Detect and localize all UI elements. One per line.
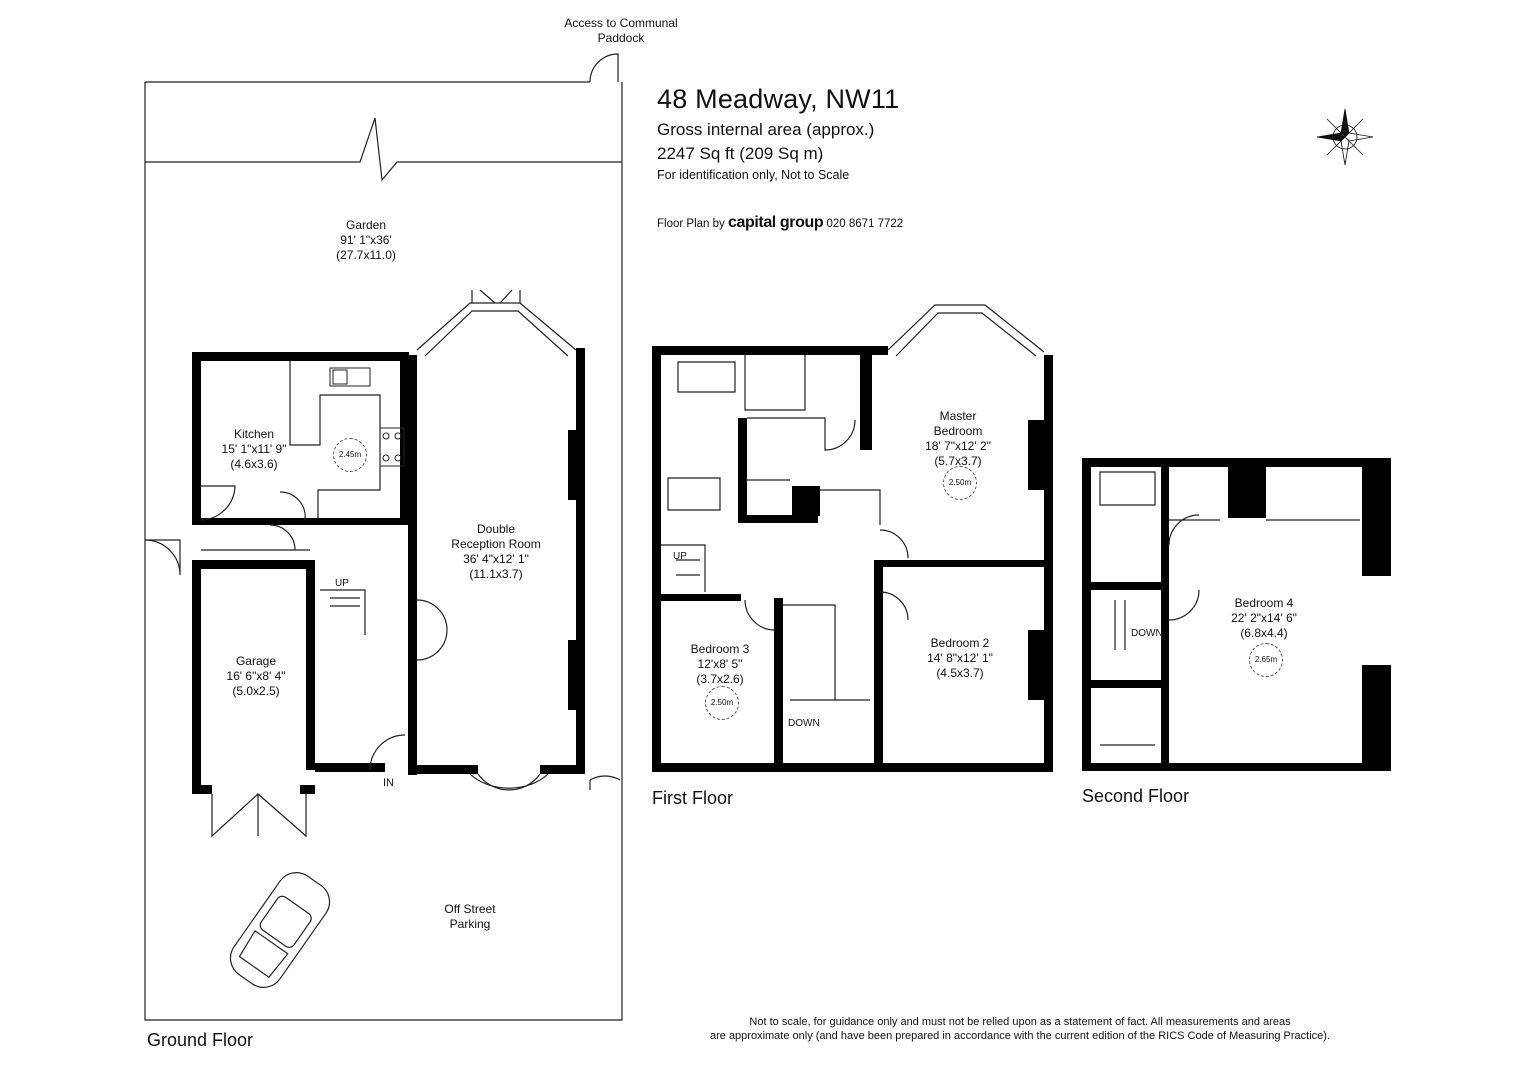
credit-prefix: Floor Plan by <box>657 218 725 230</box>
ground-floor-title: Ground Floor <box>147 1030 254 1050</box>
reception-label: Double Reception Room 36' 4"x12' 1" (11.… <box>451 522 541 581</box>
kitchen-sink-icon <box>329 367 371 387</box>
first-floor-walls <box>652 346 1053 772</box>
kitchen-label: Kitchen 15' 1"x11' 9" (4.6x3.6) <box>221 427 287 471</box>
bedroom-2-label: Bedroom 2 14' 8"x12' 1" (4.5x3.7) <box>927 636 993 680</box>
ground-floor-walls <box>192 348 585 794</box>
disclaimer: Not to scale, for guidance only and must… <box>700 1015 1340 1043</box>
disclaimer-line-1: Not to scale, for guidance only and must… <box>749 1016 1291 1028</box>
entrance-label: IN <box>383 777 394 789</box>
brand-logo: capital group <box>727 214 824 231</box>
credit-phone: 020 8671 7722 <box>826 218 904 230</box>
parking-label: Off Street Parking <box>444 902 496 931</box>
bedroom-4-ceiling-height: 2.65m <box>1249 643 1283 677</box>
first-down-label: DOWN <box>788 718 820 729</box>
access-label: Access to Communal Paddock <box>564 16 678 45</box>
bedroom-3-ceiling-height: 2.50m <box>705 686 739 720</box>
master-ceiling-height: 2.50m <box>943 466 977 500</box>
first-floor-lines <box>661 304 1045 701</box>
second-floor-walls <box>1082 458 1391 771</box>
area-value: 2247 Sq ft (209 Sq m) <box>657 144 824 163</box>
garden-break-line <box>145 117 622 182</box>
kitchen-ceiling-height: 2.45m <box>333 438 367 472</box>
property-title: 48 Meadway, NW11 <box>657 84 900 114</box>
car-icon <box>229 872 331 988</box>
credit-line: Floor Plan by capital group 020 8671 772… <box>657 214 903 232</box>
first-up-label: UP <box>673 551 687 562</box>
second-floor-title: Second Floor <box>1082 786 1190 806</box>
hob-icon <box>379 427 405 467</box>
paddock-gate <box>589 53 619 83</box>
ground-floor-lines <box>144 289 621 838</box>
garden-label: Garden 91' 1"x36' (27.7x11.0) <box>336 218 396 262</box>
identification-note: For identification only, Not to Scale <box>657 168 850 182</box>
plot-boundary <box>144 81 623 1021</box>
bedroom-3-label: Bedroom 3 12'x8' 5" (3.7x2.6) <box>690 642 750 686</box>
area-label: Gross internal area (approx.) <box>657 120 875 139</box>
second-down-label: DOWN <box>1131 628 1163 639</box>
master-bedroom-label: Master Bedroom 18' 7"x12' 2" (5.7x3.7) <box>925 409 991 468</box>
ground-up-label: UP <box>335 578 349 589</box>
bedroom-4-label: Bedroom 4 22' 2"x14' 6" (6.8x4.4) <box>1231 596 1297 640</box>
second-floor-lines <box>1099 471 1360 746</box>
first-floor-title: First Floor <box>652 788 733 808</box>
garage-label: Garage 16' 6"x8' 4" (5.0x2.5) <box>226 654 286 698</box>
disclaimer-line-2: are approximate only (and have been prep… <box>709 1030 1330 1042</box>
compass-rose-icon <box>1316 108 1374 166</box>
